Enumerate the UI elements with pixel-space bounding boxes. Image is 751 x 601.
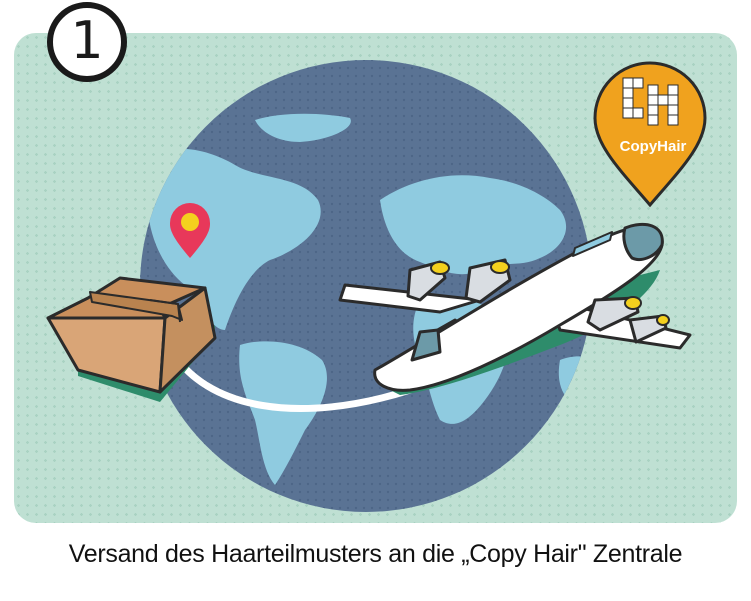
package-box-icon	[46, 276, 217, 402]
copyhair-logo-pin-icon	[593, 61, 707, 208]
step-number-badge: 1	[47, 2, 127, 82]
caption-text: Versand des Haarteilmusters an die „Copy…	[68, 540, 683, 568]
step-number: 1	[70, 11, 104, 71]
location-pin-icon	[170, 203, 210, 258]
logo-text: CopyHair	[619, 138, 687, 155]
airplane-icon	[338, 222, 692, 395]
